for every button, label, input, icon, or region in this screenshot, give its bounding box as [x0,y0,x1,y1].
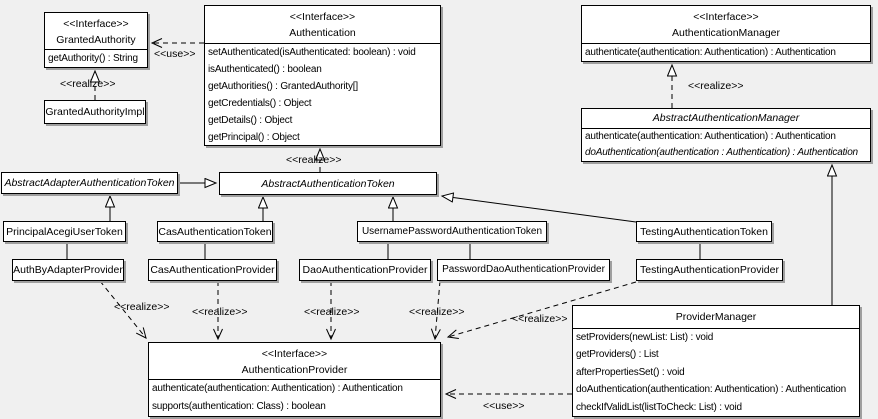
stereotype: <<Interface>> [289,11,356,23]
method-row: setAuthenticated(isAuthenticated: boolea… [208,47,416,58]
method-row: isAuthenticated() : boolean [208,64,322,75]
class-principal-acegi-user-token: PrincipalAcegiUserToken [3,221,126,242]
method-row: getCredentials() : Object [208,98,312,109]
assoc-end-plus: + [46,236,53,248]
class-name: CasAuthenticationToken [158,225,272,238]
assoc-end-plus: + [76,236,83,248]
realize-label: <<realize>> [512,313,568,325]
method-row: afterPropertiesSet() : void [576,366,685,378]
class-name: GrantedAuthorityImpl [45,106,145,118]
class-password-dao-authentication-provider: PasswordDaoAuthenticationProvider [437,259,610,281]
class-name: AuthByAdapterProvider [13,264,123,276]
class-authentication-manager: <<Interface>> AuthenticationManager auth… [581,5,871,62]
class-testing-authentication-provider: TestingAuthenticationProvider [636,259,783,281]
class-name: AbstractAdapterAuthenticationToken [4,177,175,189]
method-row: doAuthentication(authentication: Authent… [576,384,846,396]
method-row: getProviders() : List [576,349,659,361]
class-name: PasswordDaoAuthenticationProvider [442,264,605,275]
class-name: Authentication [289,27,356,39]
use-label: <<use>> [483,400,525,412]
method-row: checkIfValidList(listToCheck: List) : vo… [576,401,742,413]
class-abstract-authentication-token: AbstractAuthenticationToken [219,172,437,195]
class-name: GrantedAuthority [56,34,136,46]
method-row: authenticate(authentication: Authenticat… [152,383,403,394]
realize-edge-passworddao-provider [430,280,441,341]
assoc-end-plus: + [185,236,192,248]
class-abstract-authentication-manager: AbstractAuthenticationManager authentica… [581,108,871,162]
assoc-end-plus: + [396,236,403,248]
realize-label: <<realize>> [304,306,360,318]
class-name: AuthenticationProvider [241,364,348,376]
class-granted-authority-impl: GrantedAuthorityImpl [44,100,146,124]
class-dao-authentication-provider: DaoAuthenticationProvider [299,259,431,281]
class-name: TestingAuthenticationProvider [640,264,779,276]
class-name: DaoAuthenticationProvider [302,264,428,276]
stereotype: <<Interface>> [261,348,328,360]
realize-label: <<realize>> [192,306,248,318]
assoc-end-plus: + [447,236,454,248]
class-cas-authentication-provider: CasAuthenticationProvider [148,259,277,281]
class-name: UsernamePasswordAuthenticationToken [361,225,543,237]
class-testing-authentication-token: TestingAuthenticationToken [636,221,772,242]
class-username-password-authentication-token: UsernamePasswordAuthenticationToken [357,221,547,242]
assoc-end-plus: + [707,236,714,248]
realize-label: <<realize>> [688,80,744,92]
assoc-end-plus: + [367,236,374,248]
class-provider-manager: ProviderManager setProviders(newList: Li… [572,305,860,417]
class-name: AbstractAuthenticationToken [261,177,395,190]
class-granted-authority: <<Interface>> GrantedAuthority getAuthor… [44,12,148,68]
realize-label: <<realize>> [409,306,465,318]
class-abstract-adapter-authentication-token: AbstractAdapterAuthenticationToken [1,172,178,194]
assoc-end-plus: + [215,236,222,248]
class-name: PrincipalAcegiUserToken [6,225,123,238]
method-row: supports(authentication: Class) : boolea… [152,401,326,412]
method-row: doAuthentication(authentication : Authen… [585,147,858,158]
method-row: getAuthorities() : GrantedAuthority[] [208,81,358,92]
method-row: setProviders(newList: List) : void [576,332,714,343]
class-cas-authentication-token: CasAuthenticationToken [157,221,273,242]
class-name: AuthenticationManager [672,27,780,39]
method-row: authenticate(authentication: Authenticat… [585,131,836,142]
class-authentication: <<Interface>> Authentication setAuthenti… [204,5,441,146]
realize-edge-authbyadapter-provider [99,280,147,339]
use-label: <<use>> [154,48,196,60]
stereotype: <<Interface>> [63,18,129,30]
realize-label: <<realize>> [114,301,170,313]
class-name: TestingAuthenticationToken [640,225,768,238]
realize-label: <<realize>> [60,78,116,90]
class-authentication-provider: <<Interface>> AuthenticationProvider aut… [148,342,441,417]
generalization-testing-token [442,196,637,223]
assoc-end-plus: + [678,236,685,248]
assoc-end-plus: + [476,236,483,248]
stereotype: <<Interface>> [693,11,759,23]
method-row: getDetails() : Object [208,115,293,126]
class-name: ProviderManager [675,311,757,323]
class-name: CasAuthenticationProvider [150,264,275,276]
class-name: AbstractAuthenticationManager [652,112,800,124]
realize-edge-testing-provider [446,281,637,340]
method-row: getAuthority() : String [48,53,138,64]
class-auth-by-adapter-provider: AuthByAdapterProvider [12,259,124,281]
method-row: getPrincipal() : Object [208,132,300,143]
method-row: authenticate(authentication: Authenticat… [585,47,836,58]
realize-label: <<realize>> [286,154,342,166]
